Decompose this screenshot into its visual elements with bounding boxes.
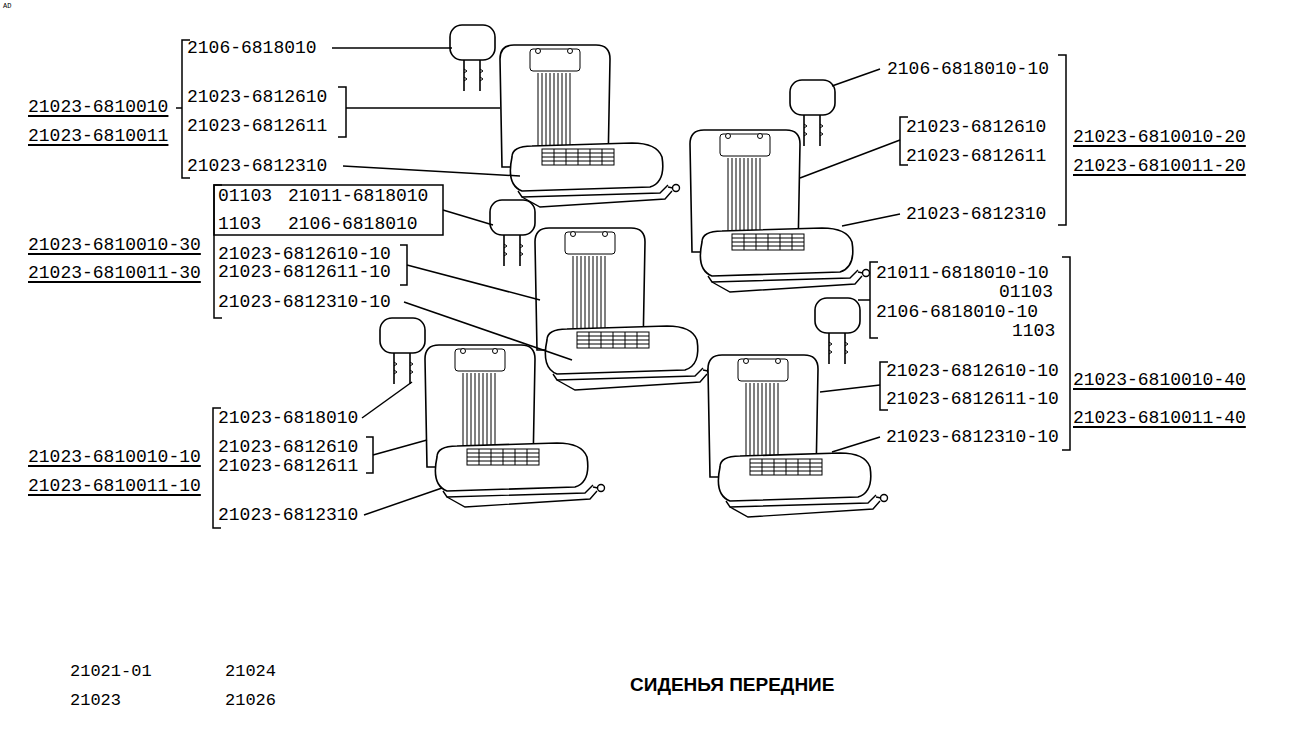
part-number: 21023-6812611 (218, 457, 358, 475)
part-number: 21023-6818010 (218, 409, 358, 427)
part-number: 21023-6810010-10 (28, 448, 201, 466)
part-number: 21023-6812610 (187, 88, 327, 106)
part-number: 21023-6812611-10 (218, 263, 391, 281)
part-number: 21011-6818010-10 (876, 264, 1049, 282)
part-number: 2106-6818010 (187, 39, 317, 57)
part-number: 21023-6812310 (187, 157, 327, 175)
part-number: 21023-6812610-10 (886, 362, 1059, 380)
part-number: 21023-6810010-30 (28, 236, 201, 254)
part-number: AD (3, 3, 11, 10)
part-number: 1103 (218, 215, 261, 233)
model-code: 21021-01 (70, 663, 152, 680)
part-number: 21023-6812310-10 (886, 428, 1059, 446)
part-number: 21023-6812610-10 (218, 245, 391, 263)
part-number: 21023-6810011-40 (1073, 409, 1246, 427)
part-number: 21023-6810010-40 (1073, 371, 1246, 389)
part-number: 21023-6810011-30 (28, 264, 201, 282)
part-number: 21011-6818010 (288, 187, 428, 205)
part-number: 01103 (999, 283, 1053, 301)
part-number: 2106-6818010-10 (887, 60, 1049, 78)
part-number: 2106-6818010-10 (876, 303, 1038, 321)
model-code: 21024 (225, 663, 276, 680)
part-number: 21023-6812610 (218, 438, 358, 456)
part-number: 21023-6810010 (28, 98, 168, 116)
part-number: 21023-6812611 (906, 147, 1046, 165)
diagram-title: СИДЕНЬЯ ПЕРЕДНИЕ (630, 675, 834, 695)
part-number: 21023-6812310 (218, 506, 358, 524)
model-code: 21023 (70, 692, 121, 709)
part-number: 21023-6812310-10 (218, 293, 391, 311)
part-number: 21023-6810011-20 (1073, 157, 1246, 175)
part-number: 21023-6810011-10 (28, 477, 201, 495)
part-number: 21023-6812310 (906, 205, 1046, 223)
model-code: 21026 (225, 692, 276, 709)
part-number: 21023-6812611-10 (886, 390, 1059, 408)
part-number: 21023-6810011 (28, 127, 168, 145)
part-number: 21023-6810010-20 (1073, 128, 1246, 146)
part-number: 01103 (218, 187, 272, 205)
part-number: 2106-6818010 (288, 215, 418, 233)
part-number: 21023-6812610 (906, 118, 1046, 136)
part-number: 21023-6812611 (187, 117, 327, 135)
part-number: 1103 (1012, 322, 1055, 340)
